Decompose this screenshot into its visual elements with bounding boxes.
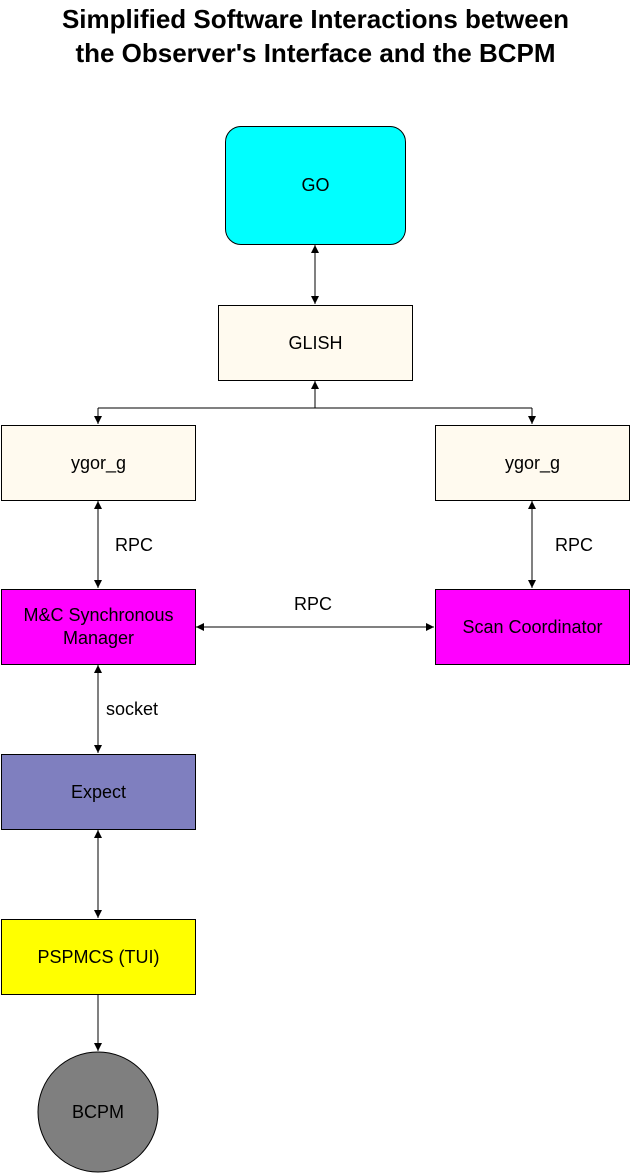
edge-label-mc-expect: socket (106, 699, 159, 719)
mc-manager-label-line-2: Manager (62, 628, 135, 648)
glish-node-label: GLISH (288, 332, 343, 353)
mc-synchronous-manager-node: M&C Synchronous Manager (1, 589, 196, 665)
scan-coordinator-node: Scan Coordinator (435, 589, 630, 665)
ygor-g-left-label: ygor_g (70, 452, 127, 473)
edge-label-ygor-right-scan: RPC (555, 535, 594, 555)
edge-label-ygor-left-mc: RPC (115, 535, 154, 555)
diagram-title: Simplified Software Interactions between… (0, 2, 631, 70)
ygor-g-right-node: ygor_g (435, 425, 630, 501)
diagram-title-line-2: the Observer's Interface and the BCPM (75, 38, 556, 68)
bcpm-node: BCPM (38, 1052, 158, 1172)
diagram-title-line-1: Simplified Software Interactions between (61, 4, 570, 34)
bcpm-node-shape (37, 1051, 159, 1173)
go-node-label: GO (301, 175, 330, 195)
mc-manager-label-line-1: M&C Synchronous (23, 605, 174, 625)
expect-node-label: Expect (70, 781, 127, 802)
scan-coordinator-label: Scan Coordinator (462, 616, 603, 637)
edge-label-mc-scan: RPC (294, 594, 333, 614)
pspmcs-node-label: PSPMCS (TUI) (37, 946, 160, 967)
ygor-g-right-label: ygor_g (504, 452, 561, 473)
expect-node: Expect (1, 754, 196, 830)
glish-node: GLISH (218, 305, 413, 381)
go-node: GO (225, 126, 406, 245)
ygor-g-left-node: ygor_g (1, 425, 196, 501)
bcpm-node-label: BCPM (71, 1101, 124, 1122)
pspmcs-node: PSPMCS (TUI) (1, 919, 196, 995)
